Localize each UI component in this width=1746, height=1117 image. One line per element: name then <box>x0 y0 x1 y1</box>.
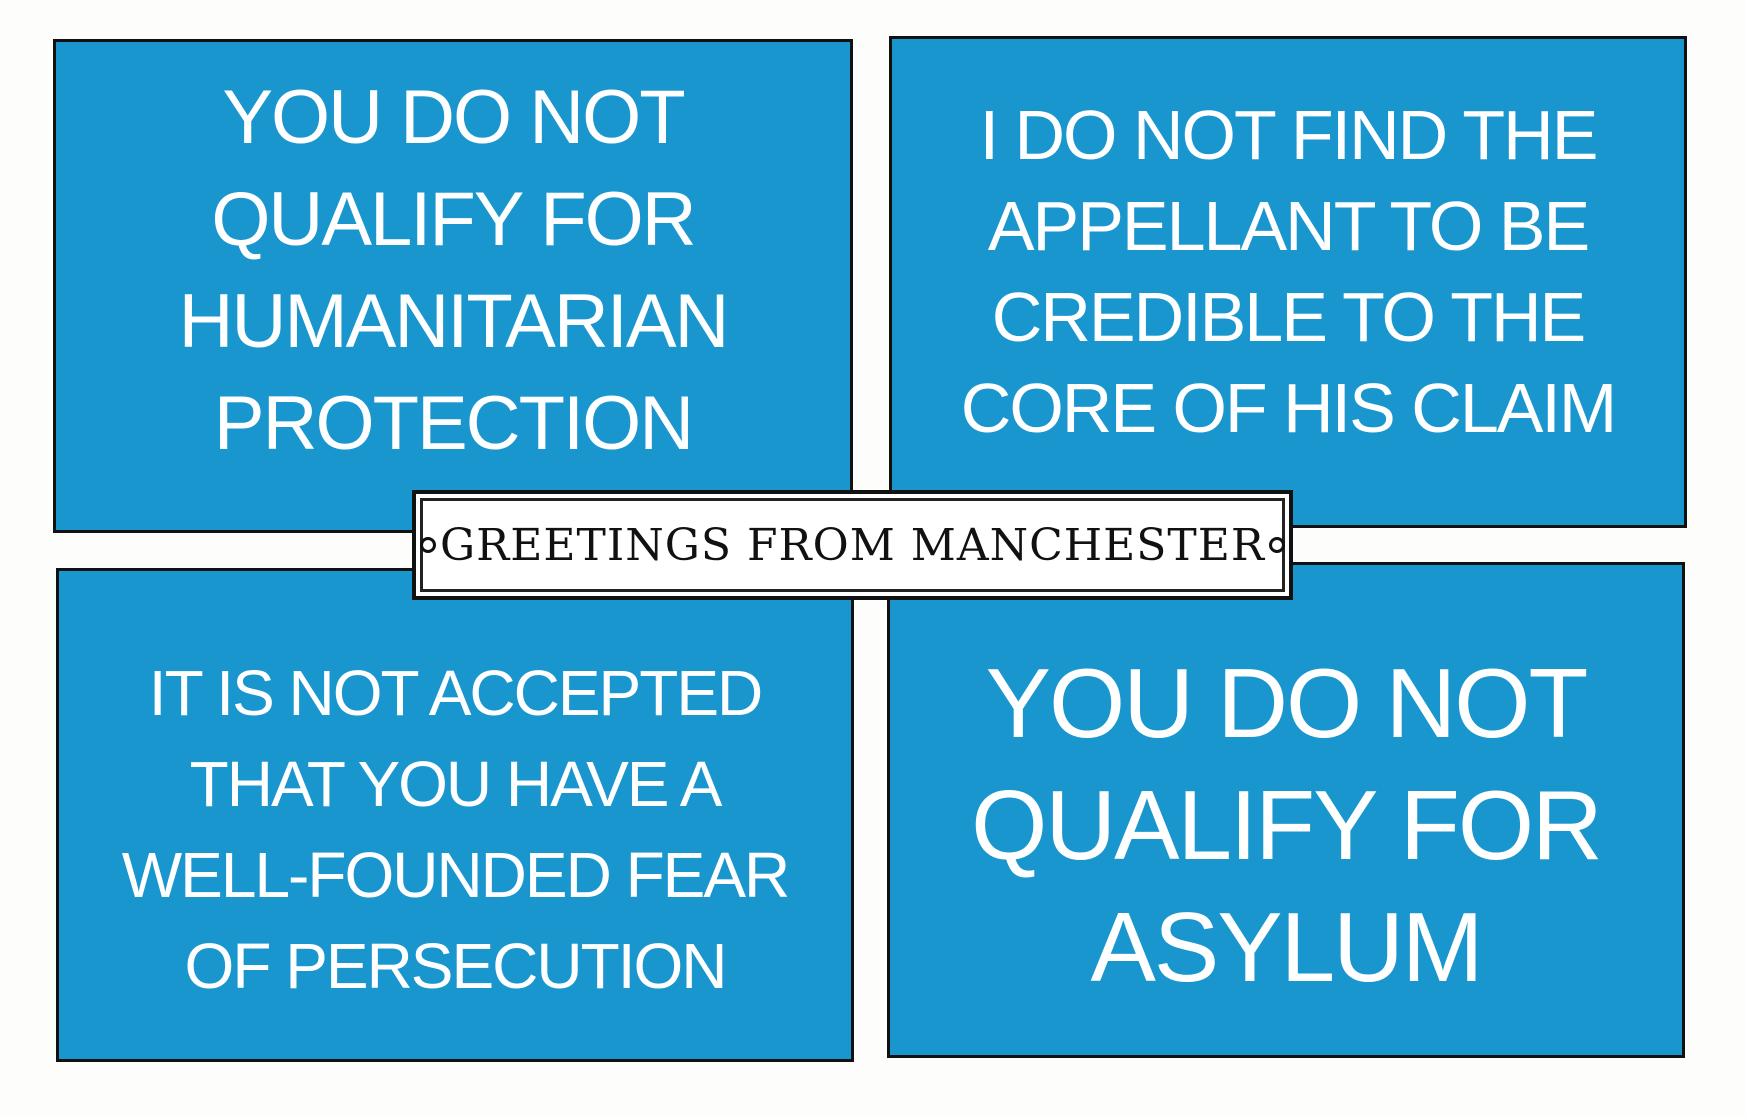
panel-text: IT IS NOT ACCEPTED <box>148 657 763 729</box>
panel-text: APPELLANT TO BE <box>987 187 1590 265</box>
panel-text: HUMANITARIAN <box>178 279 730 364</box>
panel-text: YOU DO NOT <box>222 75 685 160</box>
panel-text: YOU DO NOT <box>985 648 1589 758</box>
panel-text: WELL-FOUNDED FEAR <box>121 839 790 911</box>
panel-text: THAT YOU HAVE A <box>189 748 723 820</box>
panel-humanitarian-protection: YOU DO NOT QUALIFY FOR HUMANITARIAN PROT… <box>53 39 853 533</box>
panel-text: CREDIBLE TO THE <box>991 278 1586 356</box>
panel-text: ASYLUM <box>1090 892 1483 1002</box>
panel-persecution: IT IS NOT ACCEPTED THAT YOU HAVE A WELL-… <box>56 568 854 1062</box>
panel-text: QUALIFY FOR <box>971 770 1603 880</box>
panel-text: QUALIFY FOR <box>211 177 696 262</box>
greetings-text: GREETINGS FROM MANCHESTER <box>440 519 1266 571</box>
panel-text: CORE OF HIS CLAIM <box>960 369 1617 447</box>
dot-ornament-icon <box>420 537 436 553</box>
panel-text: OF PERSECUTION <box>184 930 728 1002</box>
dot-ornament-icon <box>1269 537 1285 553</box>
panel-asylum: YOU DO NOT QUALIFY FOR ASYLUM <box>887 562 1685 1058</box>
greetings-label: GREETINGS FROM MANCHESTER <box>412 490 1293 600</box>
panel-credibility: I DO NOT FIND THE APPELLANT TO BE CREDIB… <box>889 36 1687 528</box>
panel-text: I DO NOT FIND THE <box>979 96 1599 174</box>
panel-text: PROTECTION <box>213 381 694 466</box>
